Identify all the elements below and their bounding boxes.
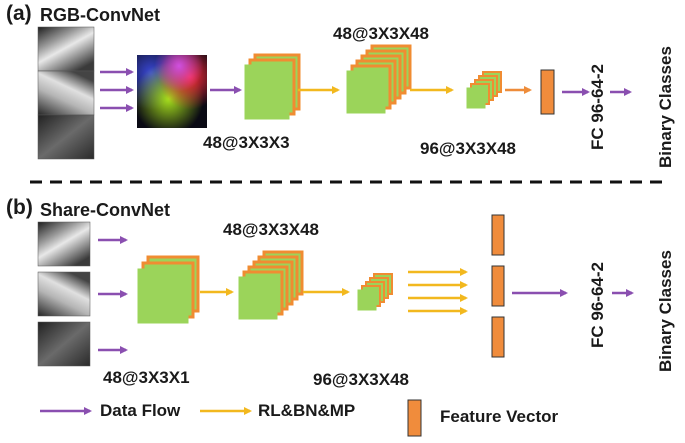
legend-rl-label: RL&BN&MP xyxy=(258,401,356,420)
legend xyxy=(40,399,422,437)
panel-a-output-label: Binary Classes xyxy=(656,46,675,168)
conv1-stack-a xyxy=(244,53,301,120)
rl-arrows-b3 xyxy=(408,268,468,315)
legend-feature-vector-swatch xyxy=(407,399,422,437)
panel-b-tag: (b) xyxy=(6,196,33,219)
panel-a xyxy=(37,26,632,160)
panel-b-title: Share-ConvNet xyxy=(40,200,171,220)
conv2-stack-a xyxy=(346,44,412,114)
input-arrows-a xyxy=(100,68,134,112)
input-images-a xyxy=(37,26,95,160)
conv1-stack-b xyxy=(137,255,200,324)
legend-data-flow-label: Data Flow xyxy=(100,401,181,420)
panel-a-conv3-label: 96@3X3X48 xyxy=(420,139,516,158)
panel-a-title: RGB-ConvNet xyxy=(40,5,160,25)
panel-b-fc-label: FC 96-64-2 xyxy=(588,262,607,348)
panel-a-fc-label: FC 96-64-2 xyxy=(588,64,607,150)
conv3-stack-a xyxy=(466,71,502,109)
panel-b-conv2-label: 48@3X3X48 xyxy=(223,220,319,239)
feature-vector-a xyxy=(540,69,555,115)
feature-vectors-b xyxy=(491,214,505,358)
panel-b-output-label: Binary Classes xyxy=(656,250,675,372)
rgb-fused-image xyxy=(137,55,207,128)
legend-feature-vector-label: Feature Vector xyxy=(440,407,559,426)
conv3-stack-b xyxy=(357,273,393,311)
panel-a-conv2-label: 48@3X3X48 xyxy=(333,24,429,43)
input-arrows-b xyxy=(98,236,128,354)
panel-b-conv1-label: 48@3X3X1 xyxy=(103,368,190,387)
panel-b-conv3-label: 96@3X3X48 xyxy=(313,370,409,389)
panel-a-conv1-label: 48@3X3X3 xyxy=(203,133,290,152)
panel-b xyxy=(37,214,634,367)
conv2-stack-b xyxy=(238,250,304,320)
panel-a-tag: (a) xyxy=(6,2,32,25)
input-images-b xyxy=(37,221,91,367)
